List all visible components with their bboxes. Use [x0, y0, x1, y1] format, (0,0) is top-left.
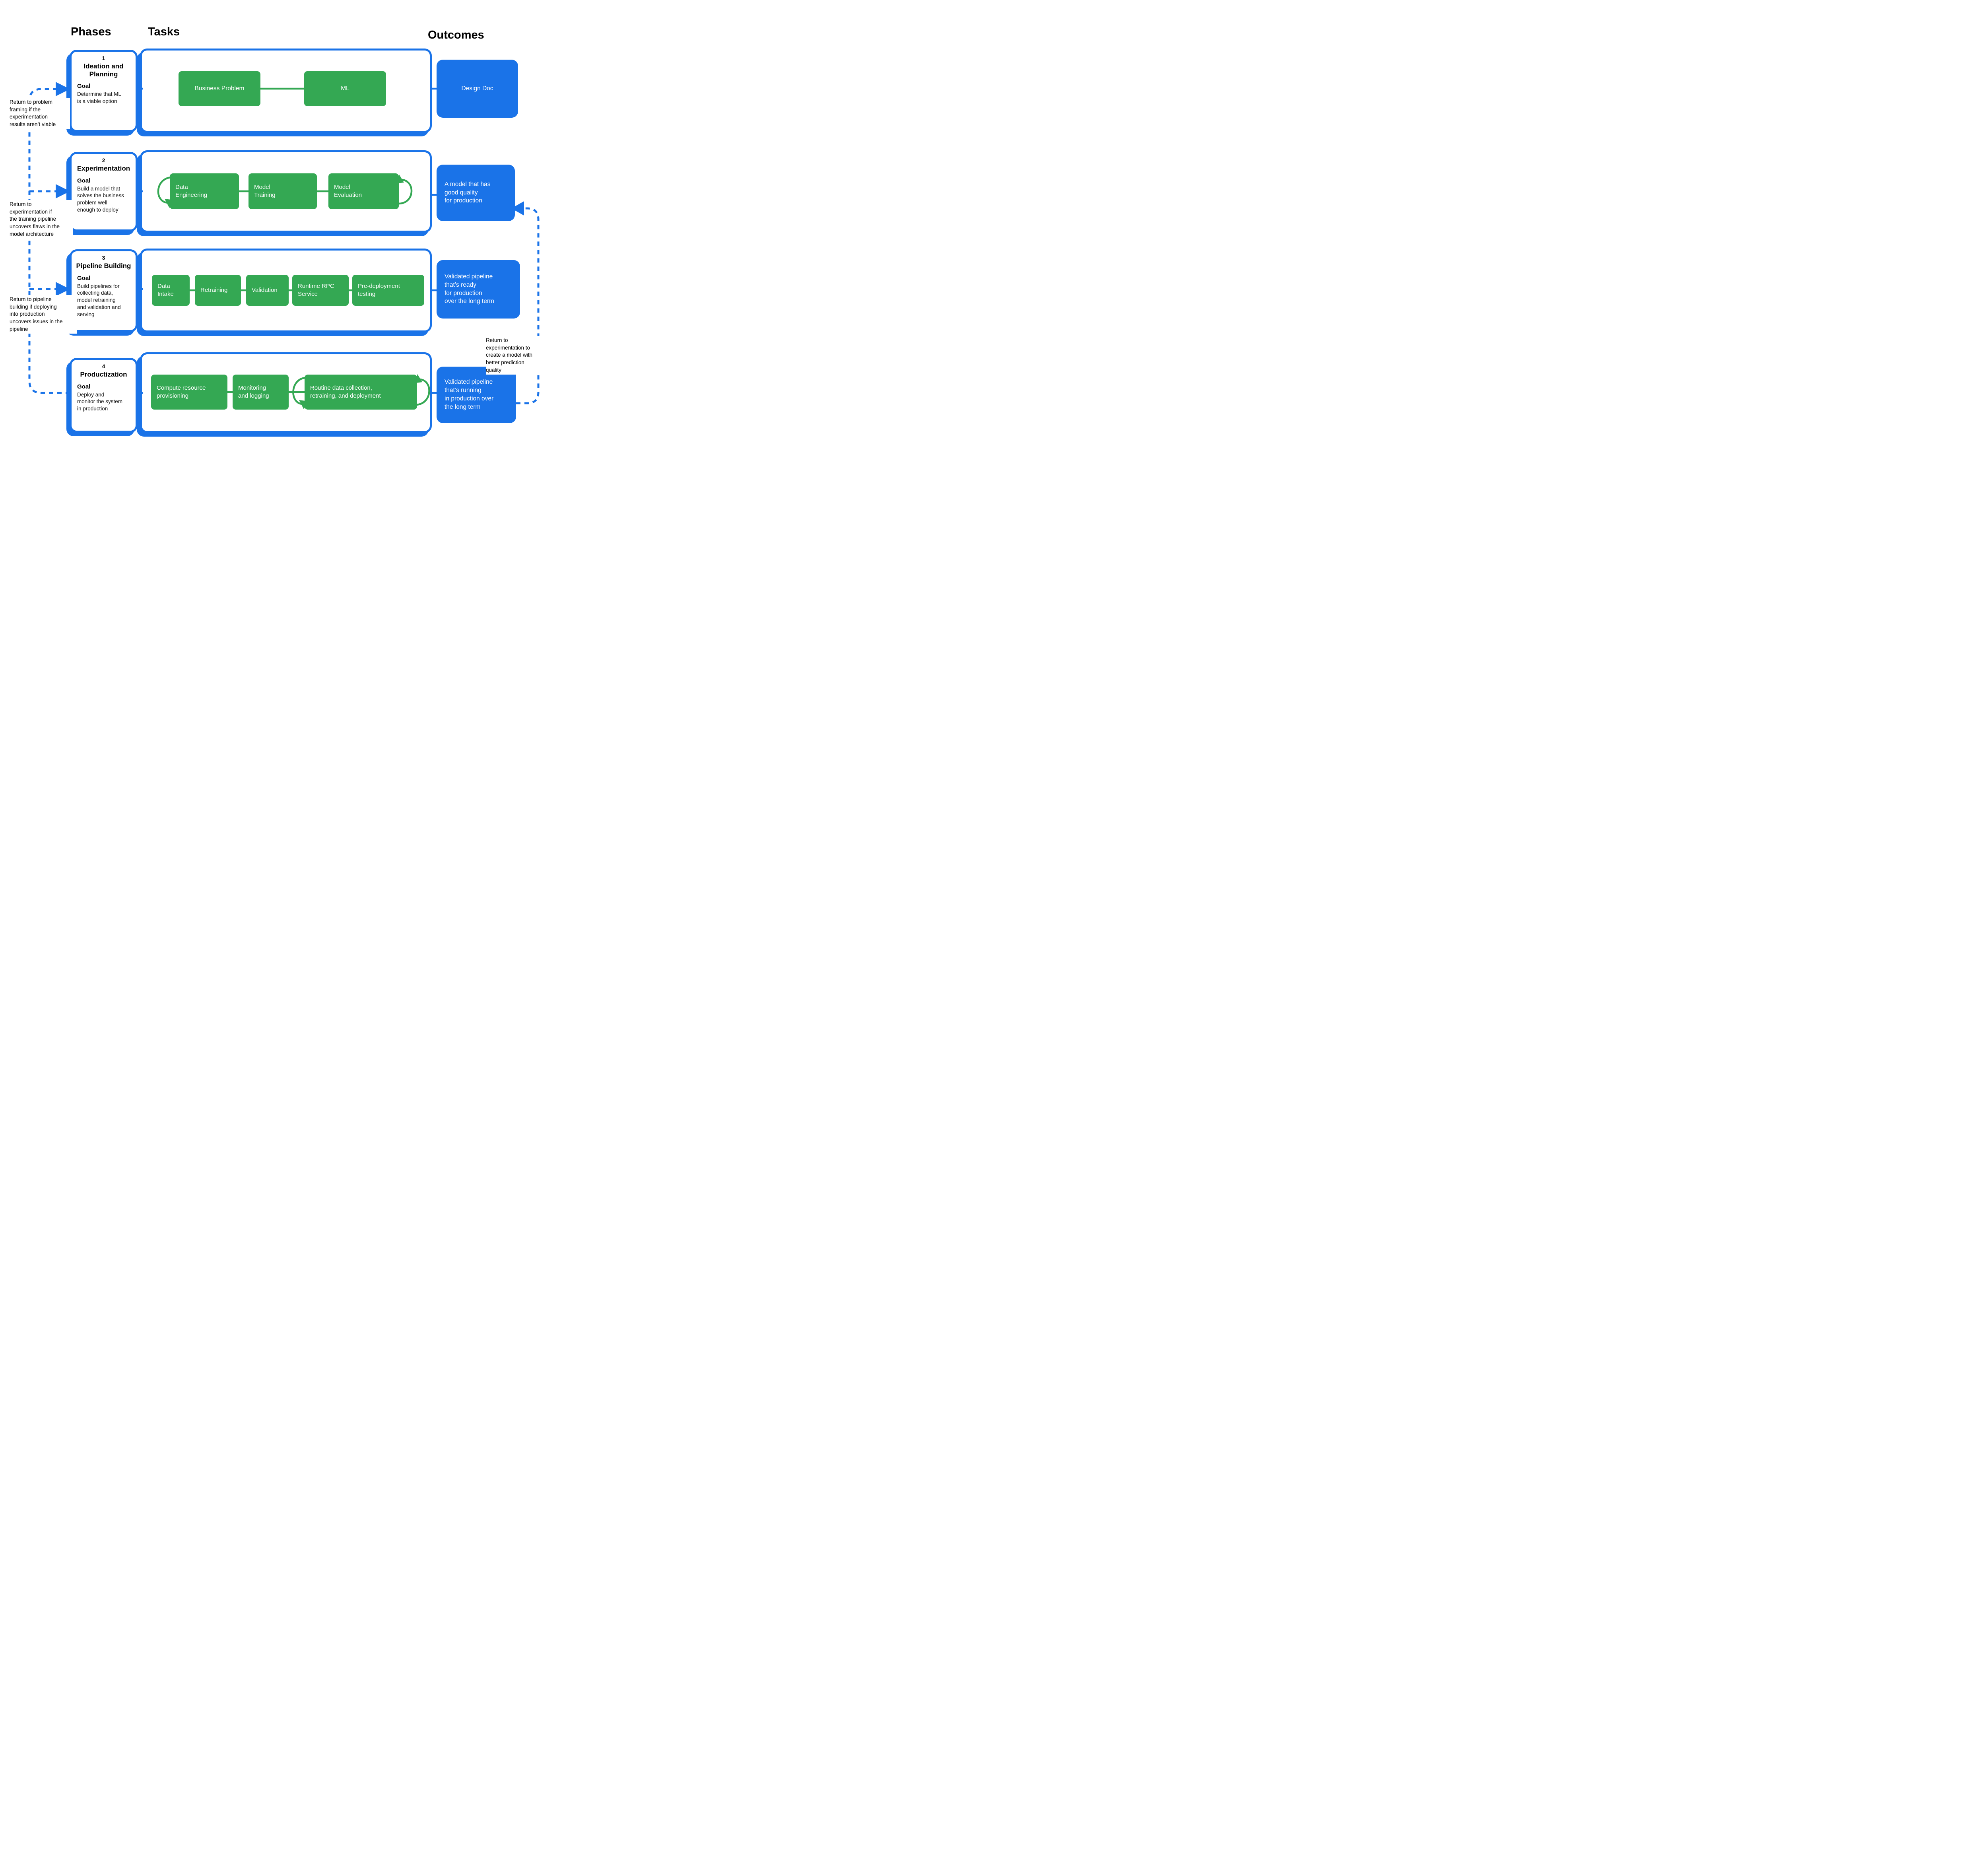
task-box-data-engineering: Data Engineering [170, 173, 239, 209]
task-box-ml: ML [304, 71, 386, 106]
goal-label: Goal [77, 177, 91, 184]
outcome-box-validated-pipeline-ready: Validated pipeline that’s ready for prod… [437, 260, 520, 319]
annotation-return-pipeline-building: Return to pipeline building if deploying… [10, 295, 77, 334]
phase-card-pipeline-building: 3 Pipeline Building Goal Build pipelines… [70, 249, 138, 332]
feedback-path-left [28, 88, 70, 394]
task-box-predeployment-testing: Pre-deployment testing [352, 275, 424, 306]
phase-card-ideation: 1 Ideation and Planning Goal Determine t… [70, 50, 138, 132]
goal-label: Goal [77, 274, 91, 282]
return-arrow-icon-ideation [56, 82, 70, 96]
outcome-box-design-doc: Design Doc [437, 60, 518, 118]
phase-number: 1 [102, 55, 105, 61]
outcomes-column-header: Outcomes [428, 29, 484, 41]
task-box-compute-resource-provisioning: Compute resource provisioning [151, 375, 227, 410]
goal-label: Goal [77, 83, 91, 90]
phase-card-productization: 4 Productization Goal Deploy and monitor… [70, 358, 138, 433]
phase-number: 3 [102, 254, 105, 261]
return-arrow-icon-pipeline [56, 282, 70, 296]
task-box-data-intake: Data Intake [152, 275, 190, 306]
annotation-return-experimentation: Return to experimentation if the trainin… [10, 200, 73, 239]
phase-title: Experimentation [77, 165, 130, 172]
phase-card-experimentation: 2 Experimentation Goal Build a model tha… [70, 152, 138, 231]
phase-title: Pipeline Building [76, 262, 131, 270]
return-arrow-icon-experimentation [56, 184, 70, 198]
task-box-business-problem: Business Problem [179, 71, 260, 106]
task-box-retraining: Retraining [195, 275, 241, 306]
task-box-routine-data-collection: Routine data collection, retraining, and… [305, 375, 417, 410]
phases-column-header: Phases [71, 25, 111, 38]
task-box-runtime-rpc-service: Runtime RPC Service [292, 275, 349, 306]
task-box-validation: Validation [246, 275, 289, 306]
phase-title: Productization [80, 371, 127, 378]
outcome-box-model-quality: A model that has good quality for produc… [437, 165, 515, 221]
phase-number: 4 [102, 363, 105, 369]
phase-number: 2 [102, 157, 105, 163]
goal-label: Goal [77, 383, 91, 390]
return-arrow-icon-model-quality [511, 201, 524, 216]
goal-text: Build a model that solves the business p… [77, 185, 124, 213]
mlops-phases-diagram: Phases Tasks Outcomes [0, 0, 564, 465]
goal-text: Deploy and monitor the system in product… [77, 391, 123, 412]
outcome-box-validated-pipeline-running: Validated pipeline that’s running in pro… [437, 367, 516, 423]
task-box-monitoring-logging: Monitoring and logging [233, 375, 289, 410]
tasks-column-header: Tasks [148, 25, 180, 38]
goal-text: Determine that ML is a viable option [77, 91, 122, 104]
annotation-return-problem-framing: Return to problem framing if the experim… [10, 98, 70, 129]
task-box-model-evaluation: Model Evaluation [328, 173, 399, 209]
loop-arrow-icon-prod-left [292, 377, 306, 405]
goal-text: Build pipelines for collecting data, mod… [77, 283, 121, 317]
task-box-model-training: Model Training [248, 173, 317, 209]
annotation-return-experimentation-right: Return to experimentation to create a mo… [486, 336, 560, 375]
loop-arrow-icon-exp-right [397, 179, 413, 205]
phase-title: Ideation and Planning [83, 62, 124, 78]
loop-arrow-icon-prod-right [415, 378, 430, 406]
loop-arrow-icon-exp-left [157, 176, 171, 204]
